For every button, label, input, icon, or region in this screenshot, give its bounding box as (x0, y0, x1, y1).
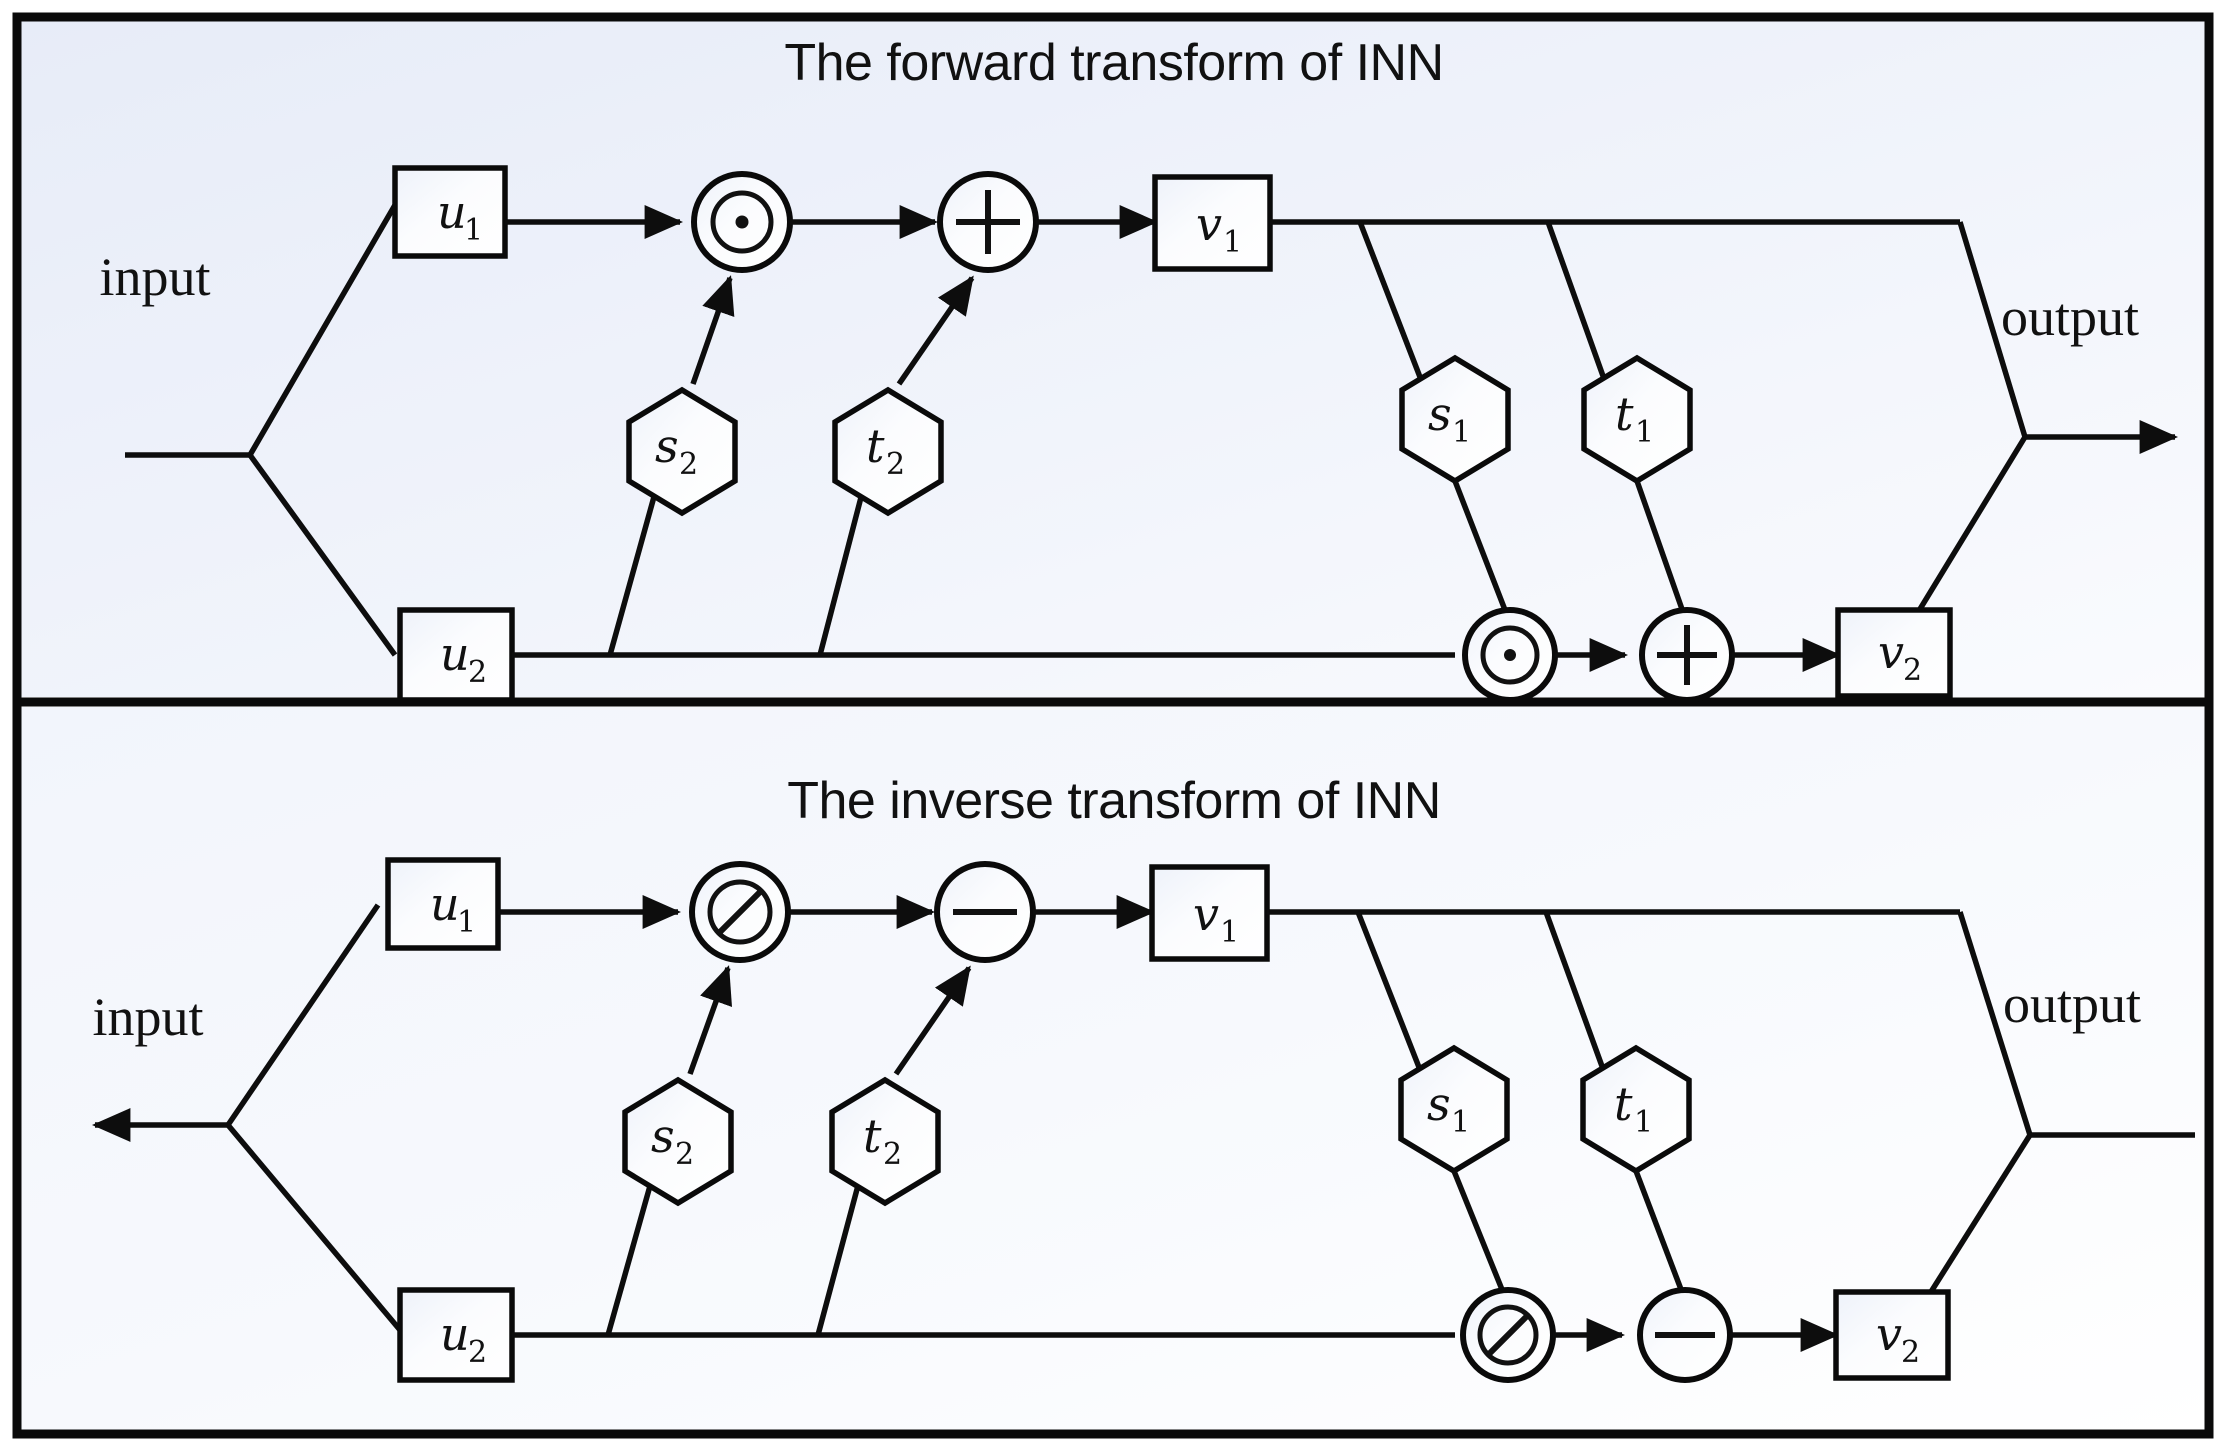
forward-node-s1-hex: s 1 (1399, 354, 1511, 485)
inverse-edge-v1-to-s1 (1355, 910, 1427, 1082)
forward-node-u2-subscript: 2 (468, 655, 487, 690)
inverse-node-v2-subscript: 2 (1901, 1335, 1920, 1370)
inverse-node-t2-label: t (863, 1109, 882, 1163)
forward-edge-s2-to-multiply (690, 275, 735, 385)
inverse-node-u1-box (385, 857, 501, 951)
inverse-subtract-bottom-operator (1637, 1287, 1733, 1383)
forward-node-t1-label: t (1615, 387, 1634, 441)
panel-frame (12, 12, 2214, 1439)
inverse-node-u2-box (397, 1287, 515, 1383)
inverse-subtract-top-operator (934, 861, 1036, 963)
forward-node-s2-subscript: 2 (679, 447, 698, 482)
inverse-panel-title: The inverse transform of INN (787, 772, 1441, 830)
forward-node-v1-label: v (1196, 197, 1222, 251)
forward-node-v2-label: v (1878, 625, 1904, 679)
inverse-divide-bottom-operator (1460, 1287, 1556, 1383)
forward-node-u1-subscript: 1 (464, 213, 483, 248)
forward-node-v1-subscript: 1 (1223, 225, 1242, 260)
forward-edge-v1-to-t1 (1545, 221, 1611, 391)
forward-node-v2-subscript: 2 (1903, 653, 1922, 688)
forward-edge-v1-to-s1 (1357, 221, 1428, 391)
forward-panel: The forward transform of INN input u 1 v… (99, 34, 2179, 703)
inverse-node-s2-label: s (651, 1109, 675, 1163)
inverse-node-s2-subscript: 2 (675, 1137, 694, 1172)
forward-add-bottom-operator (1639, 607, 1735, 703)
inverse-merge-upper (1957, 911, 2033, 1136)
inverse-node-t2-hex: t 2 (829, 1076, 941, 1207)
inverse-node-s2-hex: s 2 (622, 1076, 734, 1207)
forward-edge-s1-to-multiply (1452, 480, 1508, 611)
inverse-node-v1-box (1149, 864, 1270, 962)
forward-node-v2-box (1835, 607, 1953, 699)
forward-edge-t2-to-add (896, 275, 975, 386)
inverse-split-down (225, 1123, 403, 1332)
inverse-panel: The inverse transform of INN input u 1 v… (91, 772, 2195, 1383)
forward-multiply-top-operator (691, 171, 793, 273)
forward-node-s1-label: s (1428, 387, 1452, 441)
forward-node-t2-subscript: 2 (886, 447, 905, 482)
panel-backgrounds (17, 17, 2209, 1434)
inverse-node-u2-label: u (440, 1307, 470, 1361)
forward-node-u1-label: u (437, 185, 467, 239)
inverse-node-v2-label: v (1876, 1307, 1902, 1361)
forward-output-label: output (2001, 287, 2139, 347)
inverse-node-t2-subscript: 2 (883, 1137, 902, 1172)
forward-split-down (247, 453, 398, 657)
inverse-node-v2-box (1833, 1289, 1951, 1381)
inverse-node-u2-subscript: 2 (468, 1335, 487, 1370)
inverse-node-s1-subscript: 1 (1451, 1105, 1470, 1140)
inverse-edge-s2-to-divide (687, 965, 732, 1075)
forward-node-t1-subscript: 1 (1635, 415, 1654, 450)
inverse-output-label: output (2003, 974, 2141, 1034)
forward-merge-upper (1957, 221, 2028, 438)
forward-node-t2-hex: t 2 (832, 386, 944, 517)
inverse-divide-top-operator (689, 861, 791, 963)
inverse-edge-v1-to-t1 (1543, 911, 1610, 1081)
inverse-edge-t2-to-subtract (893, 965, 972, 1076)
inverse-node-v1-label: v (1193, 887, 1219, 941)
forward-node-t1-hex: t 1 (1581, 354, 1693, 485)
inverse-node-u1-label: u (430, 877, 460, 931)
inverse-node-t1-hex: t 1 (1580, 1044, 1692, 1175)
inverse-node-t1-label: t (1614, 1077, 1633, 1131)
forward-panel-title: The forward transform of INN (784, 34, 1443, 92)
forward-node-u2-box (397, 607, 515, 703)
inverse-node-t1-subscript: 1 (1634, 1105, 1653, 1140)
inverse-node-v1-subscript: 1 (1220, 915, 1239, 950)
inverse-edge-t1-to-subtract (1633, 1170, 1685, 1293)
inverse-node-u1-subscript: 1 (457, 905, 476, 940)
forward-node-t2-label: t (866, 419, 885, 473)
forward-node-s2-hex: s 2 (626, 386, 738, 517)
forward-edge-t1-to-add (1634, 480, 1686, 613)
forward-input-label: input (99, 247, 210, 307)
inverse-input-label: input (92, 987, 203, 1047)
inverse-node-s1-label: s (1427, 1077, 1451, 1131)
forward-multiply-bottom-operator (1462, 607, 1558, 703)
inverse-node-s1-hex: s 1 (1398, 1044, 1510, 1175)
forward-node-u2-label: u (440, 627, 470, 681)
inverse-split-up (225, 903, 381, 1127)
inverse-edge-s1-to-divide (1451, 1169, 1506, 1294)
forward-node-s2-label: s (655, 419, 679, 473)
forward-add-top-operator (937, 171, 1039, 273)
forward-node-s1-subscript: 1 (1452, 415, 1471, 450)
forward-split-up (247, 203, 398, 457)
forward-node-u1-box (392, 165, 508, 259)
